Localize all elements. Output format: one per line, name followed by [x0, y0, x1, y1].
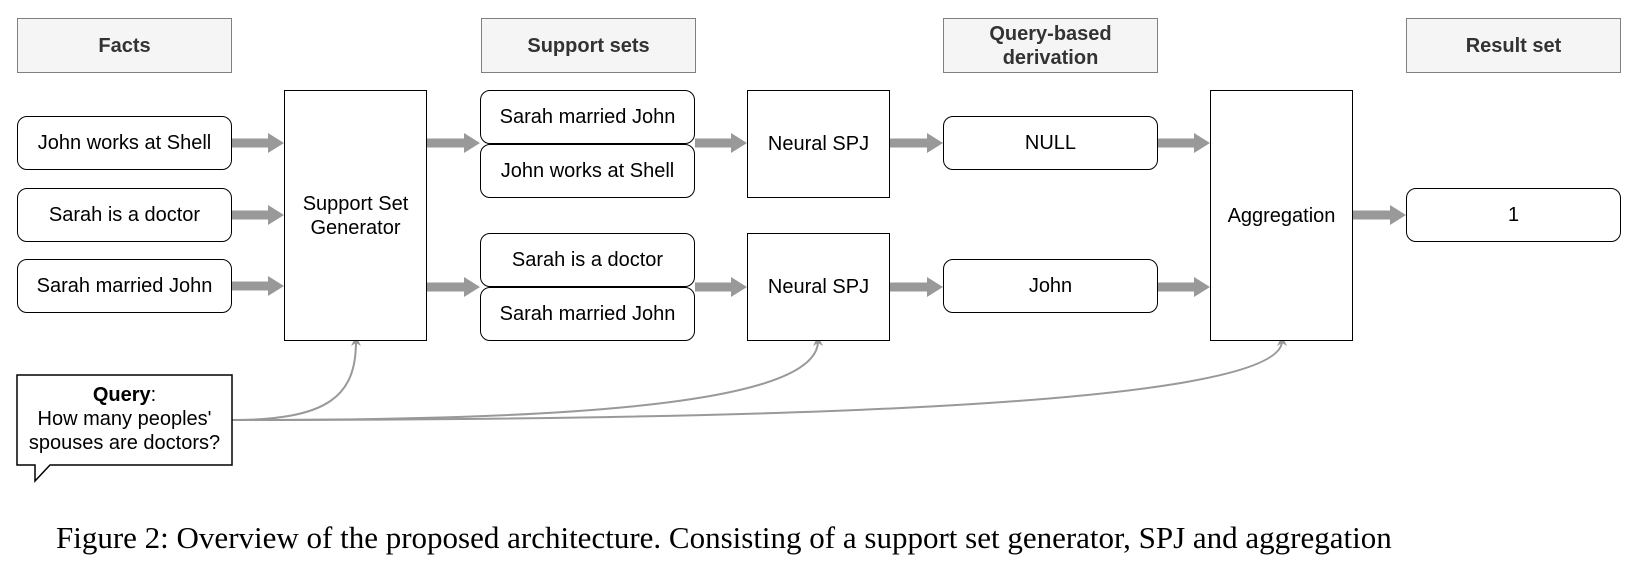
aggregation-box: Aggregation — [1210, 90, 1353, 341]
fact-text: John works at Shell — [37, 131, 212, 154]
flow-arrow — [890, 277, 943, 297]
query-curve — [231, 336, 823, 421]
query-heading: Query: — [17, 383, 232, 407]
support-set-item-text: Sarah is a doctor — [511, 248, 664, 271]
support-set-item: John works at Shell — [480, 144, 695, 198]
flow-arrow — [427, 133, 480, 153]
generator-line2: Generator — [310, 216, 401, 239]
flow-arrow — [427, 277, 480, 297]
support-set-item-text: Sarah married John — [499, 302, 676, 325]
neural-spj-box: Neural SPJ — [747, 233, 890, 341]
flow-arrow — [232, 276, 284, 296]
derivation-text: NULL — [1024, 131, 1077, 154]
support-set-item: Sarah married John — [480, 287, 695, 341]
header-query-based-derivation: Query-based derivation — [943, 18, 1158, 73]
derivation-text: John — [1028, 274, 1073, 297]
header-facts-label: Facts — [98, 34, 151, 57]
fact-text: Sarah is a doctor — [48, 203, 201, 226]
support-set-item-text: John works at Shell — [500, 159, 675, 182]
support-set-item-text: Sarah married John — [499, 105, 676, 128]
header-result-set-label: Result set — [1465, 34, 1562, 57]
query-line2: spouses are doctors? — [28, 432, 221, 454]
flow-arrow — [232, 205, 284, 225]
header-result-set: Result set — [1406, 18, 1621, 73]
query-callout: Query: How many peoples' spouses are doc… — [17, 383, 232, 455]
support-set-item: Sarah married John — [480, 90, 695, 144]
query-curve — [231, 336, 1287, 421]
support-set-generator: Support Set Generator — [284, 90, 427, 341]
generator-line1: Support Set — [302, 192, 409, 215]
fact-box: Sarah is a doctor — [17, 188, 232, 242]
derivation-box: NULL — [943, 116, 1158, 170]
query-curves — [231, 336, 1287, 421]
result-box: 1 — [1406, 188, 1621, 242]
query-line1: How many peoples' — [37, 408, 212, 430]
neural-spj-box: Neural SPJ — [747, 90, 890, 198]
header-facts: Facts — [17, 18, 232, 73]
support-set-item: Sarah is a doctor — [480, 233, 695, 287]
query-label: Query — [92, 384, 151, 406]
flow-arrow — [695, 277, 747, 297]
flow-arrow — [1158, 277, 1210, 297]
flow-arrow — [890, 133, 943, 153]
header-support-sets: Support sets — [481, 18, 696, 73]
query-callout-shape — [16, 374, 233, 483]
block-arrows — [232, 133, 1406, 297]
figure-caption: Figure 2: Overview of the proposed archi… — [56, 520, 1392, 555]
aggregation-label: Aggregation — [1227, 204, 1336, 227]
header-derivation-line1: Query-based — [989, 22, 1112, 45]
derivation-box: John — [943, 259, 1158, 313]
header-derivation-line2: derivation — [1002, 46, 1099, 69]
flow-arrow — [695, 133, 747, 153]
neural-spj-label: Neural SPJ — [767, 133, 870, 155]
result-value: 1 — [1507, 203, 1520, 226]
query-colon: : — [150, 384, 157, 406]
fact-text: Sarah married John — [36, 274, 213, 297]
neural-spj-label: Neural SPJ — [767, 276, 870, 298]
flow-arrow — [232, 133, 284, 153]
flow-arrow — [1353, 205, 1406, 225]
query-curve — [231, 336, 361, 421]
fact-box: Sarah married John — [17, 259, 232, 313]
fact-box: John works at Shell — [17, 116, 232, 170]
flow-arrow — [1158, 133, 1210, 153]
header-support-sets-label: Support sets — [527, 34, 650, 57]
